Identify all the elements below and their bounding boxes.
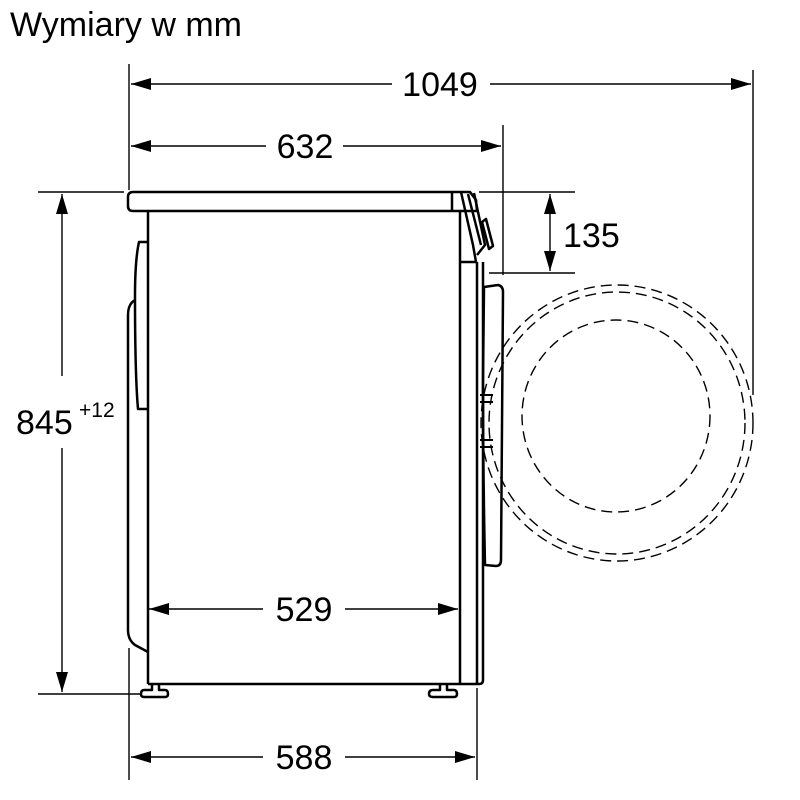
dimension-height: 845 +12 — [16, 194, 115, 692]
dimension-label-1049: 1049 — [402, 66, 478, 104]
dimension-body-depth: 529 — [149, 591, 458, 629]
control-knob — [480, 217, 495, 251]
page-title: Wymiary w mm — [10, 6, 242, 44]
door-swing-outer — [480, 284, 754, 562]
dimension-total-depth: 1049 — [131, 66, 751, 104]
extension-lines — [38, 64, 754, 780]
door-porthole — [521, 319, 711, 513]
dimension-label-845: 845 — [16, 404, 73, 442]
dimension-label-135: 135 — [563, 217, 620, 255]
dimension-control-panel: 135 — [544, 194, 620, 271]
door-swing-middle — [488, 291, 746, 555]
dimension-label-588: 588 — [276, 739, 333, 777]
dimension-label-529: 529 — [276, 591, 333, 629]
dimension-depth: 588 — [131, 739, 475, 777]
back-hose-lower — [126, 298, 149, 654]
control-panel — [459, 191, 478, 264]
foot-front — [427, 684, 459, 699]
dimension-depth-with-door: 632 — [131, 128, 501, 166]
foot-rear — [139, 684, 170, 699]
worktop — [126, 190, 479, 213]
machine-outline — [126, 190, 505, 699]
dimension-label-632: 632 — [277, 128, 334, 166]
door-swing-path — [480, 284, 754, 562]
back-hose-upper — [133, 240, 148, 411]
dimension-tolerance-label: +12 — [79, 399, 115, 422]
door-closed — [481, 283, 505, 568]
